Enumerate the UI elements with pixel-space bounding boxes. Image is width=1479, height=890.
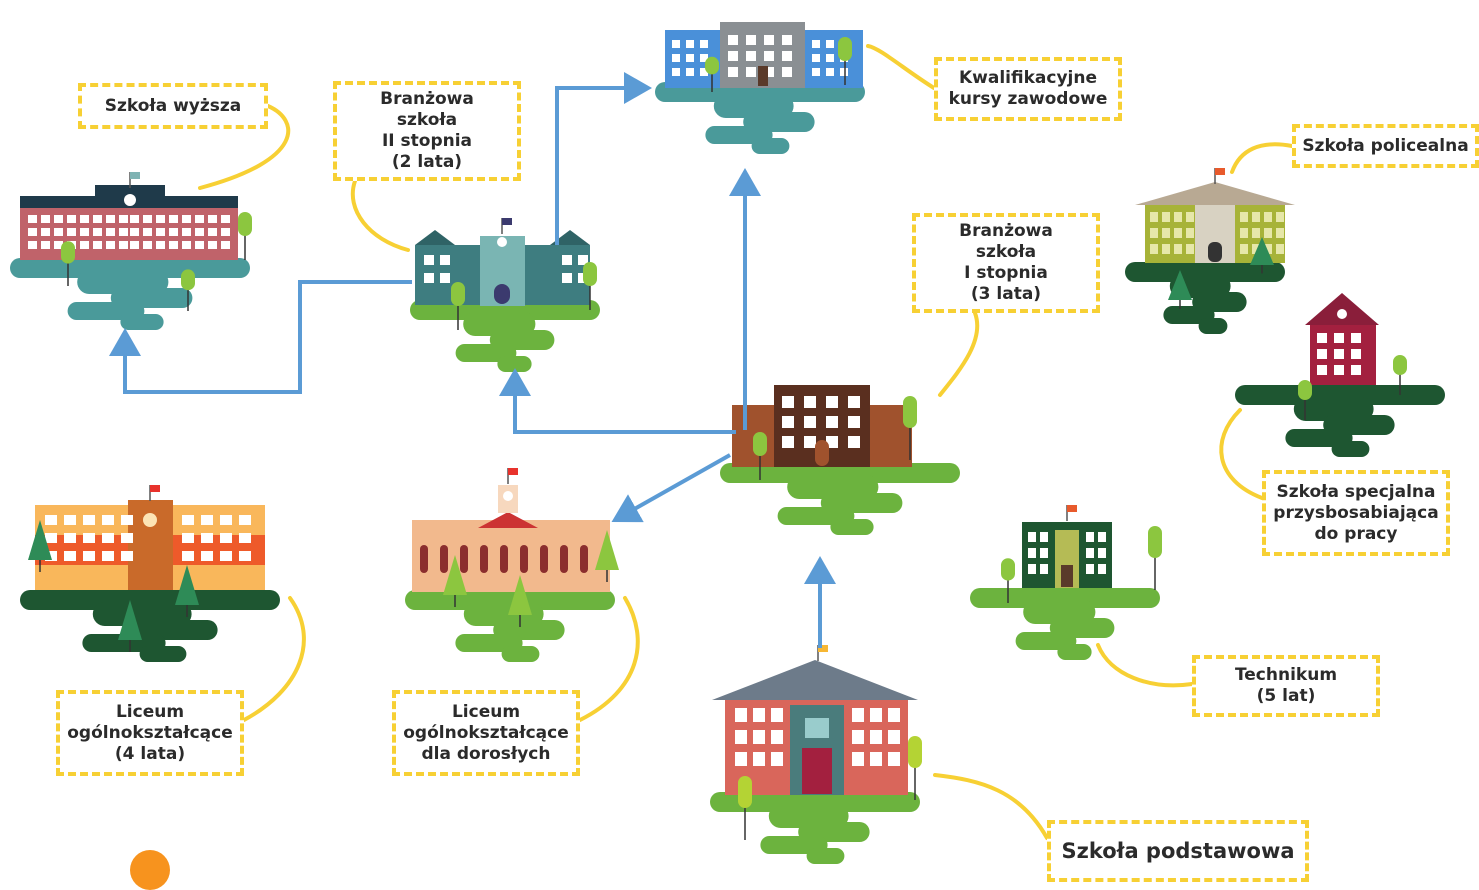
island-high-school bbox=[20, 590, 280, 662]
island-adult-high-school bbox=[405, 590, 615, 662]
accent-dot bbox=[130, 850, 170, 890]
island-vocational-i bbox=[720, 463, 960, 535]
callout-connector-7 bbox=[1096, 643, 1194, 688]
callout-connector-8 bbox=[242, 596, 306, 722]
callout-connector-2 bbox=[350, 179, 410, 252]
flow-arrow-4 bbox=[611, 453, 731, 523]
special-school-building-icon bbox=[1298, 293, 1407, 420]
label-szkola-wyzsza: Szkoła wyższa bbox=[78, 83, 268, 129]
university-building-icon bbox=[20, 172, 252, 311]
primary-school-building-icon bbox=[712, 645, 922, 840]
adult-high-school-building-icon bbox=[412, 468, 619, 627]
island-technical bbox=[970, 588, 1160, 660]
label-technikum: Technikum (5 lat) bbox=[1192, 655, 1380, 717]
island-qualification bbox=[655, 82, 865, 154]
qualification-courses-building-icon bbox=[665, 22, 863, 92]
callout-connector-3 bbox=[866, 44, 936, 90]
flow-arrows bbox=[109, 72, 836, 648]
technical-school-building-icon bbox=[1001, 505, 1162, 603]
island-university bbox=[10, 258, 250, 330]
label-branzowa-ii: Branżowa szkoła II stopnia (2 lata) bbox=[333, 81, 521, 181]
island-vocational-ii bbox=[410, 300, 600, 372]
label-branzowa-i: Branżowa szkoła I stopnia (3 lata) bbox=[912, 213, 1100, 313]
flow-arrow-5 bbox=[555, 72, 652, 245]
vocational-school-i-building-icon bbox=[732, 385, 917, 480]
label-kwalifikacyjne: Kwalifikacyjne kursy zawodowe bbox=[934, 57, 1122, 121]
callout-connector-1 bbox=[198, 104, 291, 190]
post-secondary-school-building-icon bbox=[1135, 168, 1295, 309]
callout-connector-4 bbox=[1230, 142, 1294, 174]
callout-connector-9 bbox=[578, 596, 640, 722]
label-policealna: Szkoła policealna bbox=[1292, 124, 1479, 168]
flow-arrow-3 bbox=[499, 368, 736, 434]
island-post-secondary bbox=[1125, 262, 1285, 334]
label-specjalna: Szkoła specjalna przysbosabiająca do pra… bbox=[1262, 470, 1450, 556]
label-liceum-dorosli: Liceum ogólnokształcące dla dorosłych bbox=[392, 690, 580, 776]
callout-connector-5 bbox=[938, 311, 980, 397]
callout-connector-6 bbox=[1219, 408, 1264, 500]
callout-connector-10 bbox=[933, 773, 1049, 840]
label-szkola-podstawowa: Szkoła podstawowa bbox=[1047, 820, 1309, 882]
island-special bbox=[1235, 385, 1445, 457]
label-liceum-4: Liceum ogólnokształcące (4 lata) bbox=[56, 690, 244, 776]
buildings-layer bbox=[20, 22, 1407, 840]
flow-arrow-6 bbox=[109, 280, 412, 394]
vocational-school-ii-building-icon bbox=[415, 218, 597, 330]
callout-connectors bbox=[198, 44, 1294, 840]
high-school-building-icon bbox=[28, 485, 265, 652]
island-primary bbox=[710, 792, 920, 864]
